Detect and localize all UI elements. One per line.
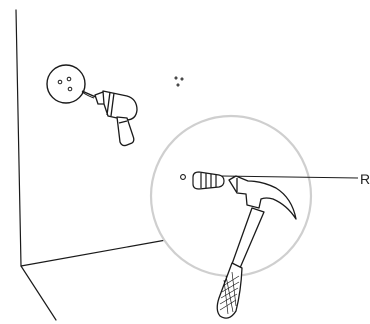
drill-icon [82,91,137,146]
callout-label: R [360,172,370,186]
wall-holes [175,77,183,86]
zoom-circle [151,116,311,276]
drill-holes-detail [47,65,94,103]
wall-plug-icon [193,172,224,189]
